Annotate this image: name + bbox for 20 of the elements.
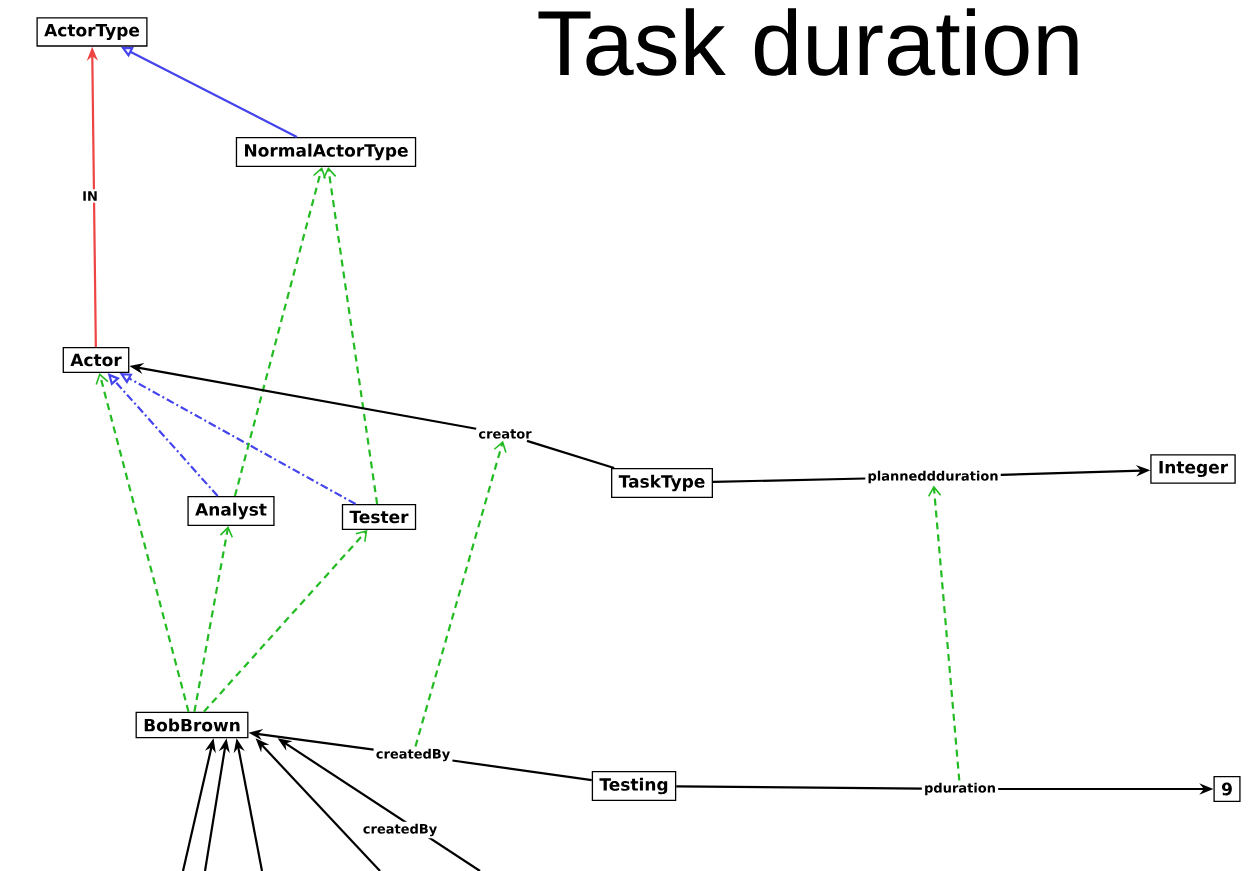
arrow <box>233 166 326 497</box>
class-box: 9 <box>1213 775 1241 803</box>
class-box: Tester <box>341 504 417 530</box>
class-box: Integer <box>1150 454 1236 484</box>
class-box: TaskType <box>611 468 713 498</box>
edge-label: creator <box>476 427 534 441</box>
class-box: BobBrown <box>135 711 249 739</box>
arrow <box>193 525 234 712</box>
class-box: Analyst <box>187 496 275 526</box>
class-box: Testing <box>591 771 677 801</box>
arrow <box>203 529 368 713</box>
arrow <box>322 166 379 505</box>
arrow <box>95 372 190 713</box>
class-box: NormalActorType <box>235 137 417 167</box>
class-box: Actor <box>62 347 130 373</box>
edge-label: IN <box>80 189 100 203</box>
title: Task duration <box>538 8 1078 76</box>
arrow <box>414 440 507 747</box>
arrow <box>927 485 961 781</box>
class-box: ActorType <box>36 17 148 47</box>
